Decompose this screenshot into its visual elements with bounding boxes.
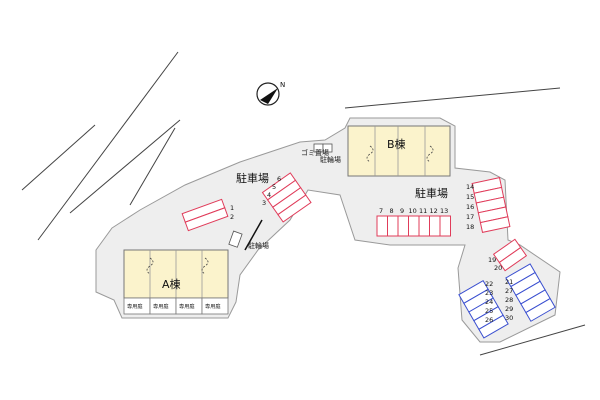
parking-space-number: 1 (230, 204, 234, 212)
parking-space-number: 23 (485, 289, 493, 297)
parking-space (478, 314, 509, 339)
garbage-area: ゴミ置場 (301, 143, 333, 157)
yard-label: 専用庭 (127, 302, 143, 310)
parking-space-number: 27 (505, 287, 513, 295)
garbage-label: ゴミ置場 (301, 148, 329, 157)
parking-space-number: 28 (505, 296, 513, 304)
parking-space-number: 30 (505, 314, 513, 322)
parking-space-number: 13 (440, 207, 448, 215)
parking-space-number: 16 (466, 203, 474, 211)
parking-space-number: 22 (485, 280, 493, 288)
parking-space (498, 246, 528, 272)
parking-space (525, 297, 556, 322)
yard-label: 専用庭 (179, 302, 195, 310)
parking-space (479, 216, 511, 233)
parking-space-number: 7 (379, 207, 383, 215)
building-a-label: A棟 (162, 277, 181, 291)
parking-space-number: 4 (267, 191, 271, 199)
parking-space-number: 15 (466, 193, 474, 201)
parking-space-number: 21 (505, 278, 513, 286)
yard-label: 専用庭 (205, 302, 221, 310)
building-b: B棟 (347, 125, 451, 177)
parking-space-number: 9 (400, 207, 404, 215)
parking-space-number: 6 (277, 175, 281, 183)
parking-space-number: 2 (230, 213, 234, 221)
parking-space (397, 215, 409, 237)
parking-space-number: 14 (466, 183, 474, 191)
parking-space-number: 19 (488, 256, 496, 264)
parking-space-number: 24 (485, 298, 493, 306)
north-arrow-icon: N (256, 81, 285, 106)
building-b-label: B棟 (387, 137, 406, 151)
parking-space-number: 10 (409, 207, 417, 215)
parking-space (376, 215, 388, 237)
parking-space (439, 215, 451, 237)
parking-space (429, 215, 441, 237)
parking-space-number: 11 (419, 207, 427, 215)
bike-parking-west: 駐輪場 (228, 219, 269, 251)
parking-space (277, 194, 312, 223)
building-a: A棟 専用庭 専用庭 専用庭 専用庭 (123, 249, 229, 315)
parking-space-number: 8 (390, 207, 394, 215)
parking-space (184, 207, 229, 232)
north-label: N (280, 81, 285, 89)
parking-space (418, 215, 430, 237)
bike-parking-west-label: 駐輪場 (248, 241, 269, 250)
parking-space (387, 215, 399, 237)
parking-space-number: 25 (485, 307, 493, 315)
parking-space-number: 18 (466, 223, 474, 231)
parking-space (408, 215, 420, 237)
private-yards: 専用庭 専用庭 専用庭 専用庭 (123, 297, 229, 315)
bike-parking-top-label: 駐輪場 (320, 155, 341, 164)
parking-space-number: 20 (494, 264, 502, 272)
parking-space-number: 3 (262, 199, 266, 207)
parking-space-number: 12 (430, 207, 438, 215)
parking-space-number: 17 (466, 213, 474, 221)
road-lines (21, 51, 586, 356)
parking-space-number: 29 (505, 305, 513, 313)
parking-space-number: 26 (485, 316, 493, 324)
parking-label-east: 駐車場 (415, 186, 448, 200)
parking-space-number: 5 (272, 183, 276, 191)
parking-label-west: 駐車場 (236, 171, 269, 185)
yard-label: 専用庭 (153, 302, 169, 310)
